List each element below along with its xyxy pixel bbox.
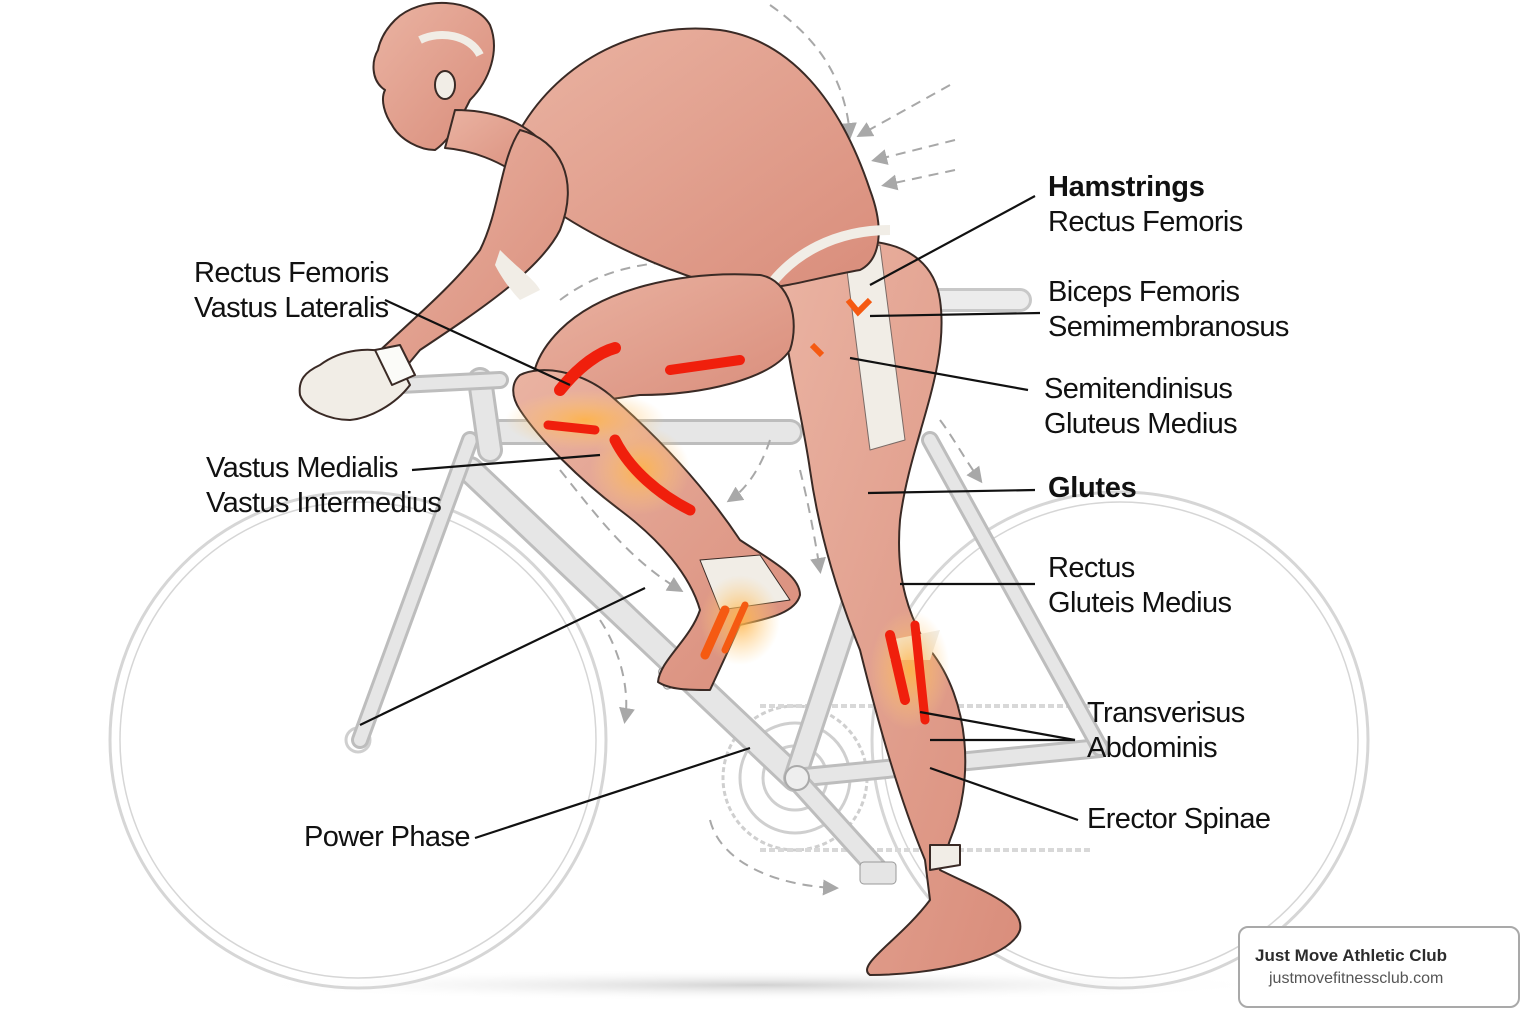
label-line: Gluteis Medius (1048, 587, 1232, 619)
label-line: Vastus Lateralis (194, 292, 389, 324)
motion-arrows (559, 4, 983, 896)
label-line: Transverisus (1087, 697, 1245, 729)
watermark-url: justmovefitnessclub.com (1269, 970, 1444, 987)
label-line: Rectus Femoris (1048, 206, 1243, 238)
label-line: Biceps Femoris (1048, 276, 1240, 308)
label-line: Erector Spinae (1087, 803, 1271, 835)
label-glutes: Glutes (1048, 471, 1137, 506)
watermark-title: Just Move Athletic Club (1255, 946, 1448, 965)
label-line: Abdominis (1087, 732, 1218, 764)
crank-hub (784, 765, 810, 791)
label-line: Gluteus Medius (1044, 408, 1238, 440)
label-erector-spinae: Erector Spinae (1087, 802, 1271, 837)
label-biceps-femoris-semimembranosus: Biceps Femoris Semimembranosus (1048, 275, 1289, 345)
pedal-rear (859, 861, 897, 885)
label-vastus-medialis-intermedius: Vastus Medialis Vastus Intermedius (206, 451, 442, 521)
label-semitendinosus-gluteus-medius: Semitendinisus Gluteus Medius (1044, 372, 1238, 442)
label-rectus-gluteus-medius: Rectus Gluteis Medius (1048, 551, 1232, 621)
label-power-phase: Power Phase (304, 820, 470, 855)
label-heading: Glutes (1048, 472, 1137, 504)
label-hamstrings: Hamstrings Rectus Femoris (1048, 170, 1243, 240)
label-heading: Hamstrings (1048, 171, 1205, 203)
rear-wheel (870, 490, 1370, 990)
ground-shadow (240, 969, 1280, 1001)
label-rectus-femoris-vastus-lateralis: Rectus Femoris Vastus Lateralis (194, 256, 389, 326)
label-transversus-abdominis: Transverisus Abdominis (1087, 696, 1245, 766)
active-muscle-highlights (505, 297, 950, 730)
label-line: Semitendinisus (1044, 373, 1233, 405)
watermark-badge: Just Move Athletic Club justmovefitnessc… (1238, 926, 1520, 1008)
rider-figure (298, 2, 1022, 976)
label-line: Rectus (1048, 552, 1135, 584)
label-line: Vastus Intermedius (206, 487, 442, 519)
label-line: Rectus Femoris (194, 257, 389, 289)
leader-lines (359, 195, 1079, 840)
label-line: Power Phase (304, 821, 470, 853)
label-line: Semimembranosus (1048, 311, 1289, 343)
label-line: Vastus Medialis (206, 452, 399, 484)
